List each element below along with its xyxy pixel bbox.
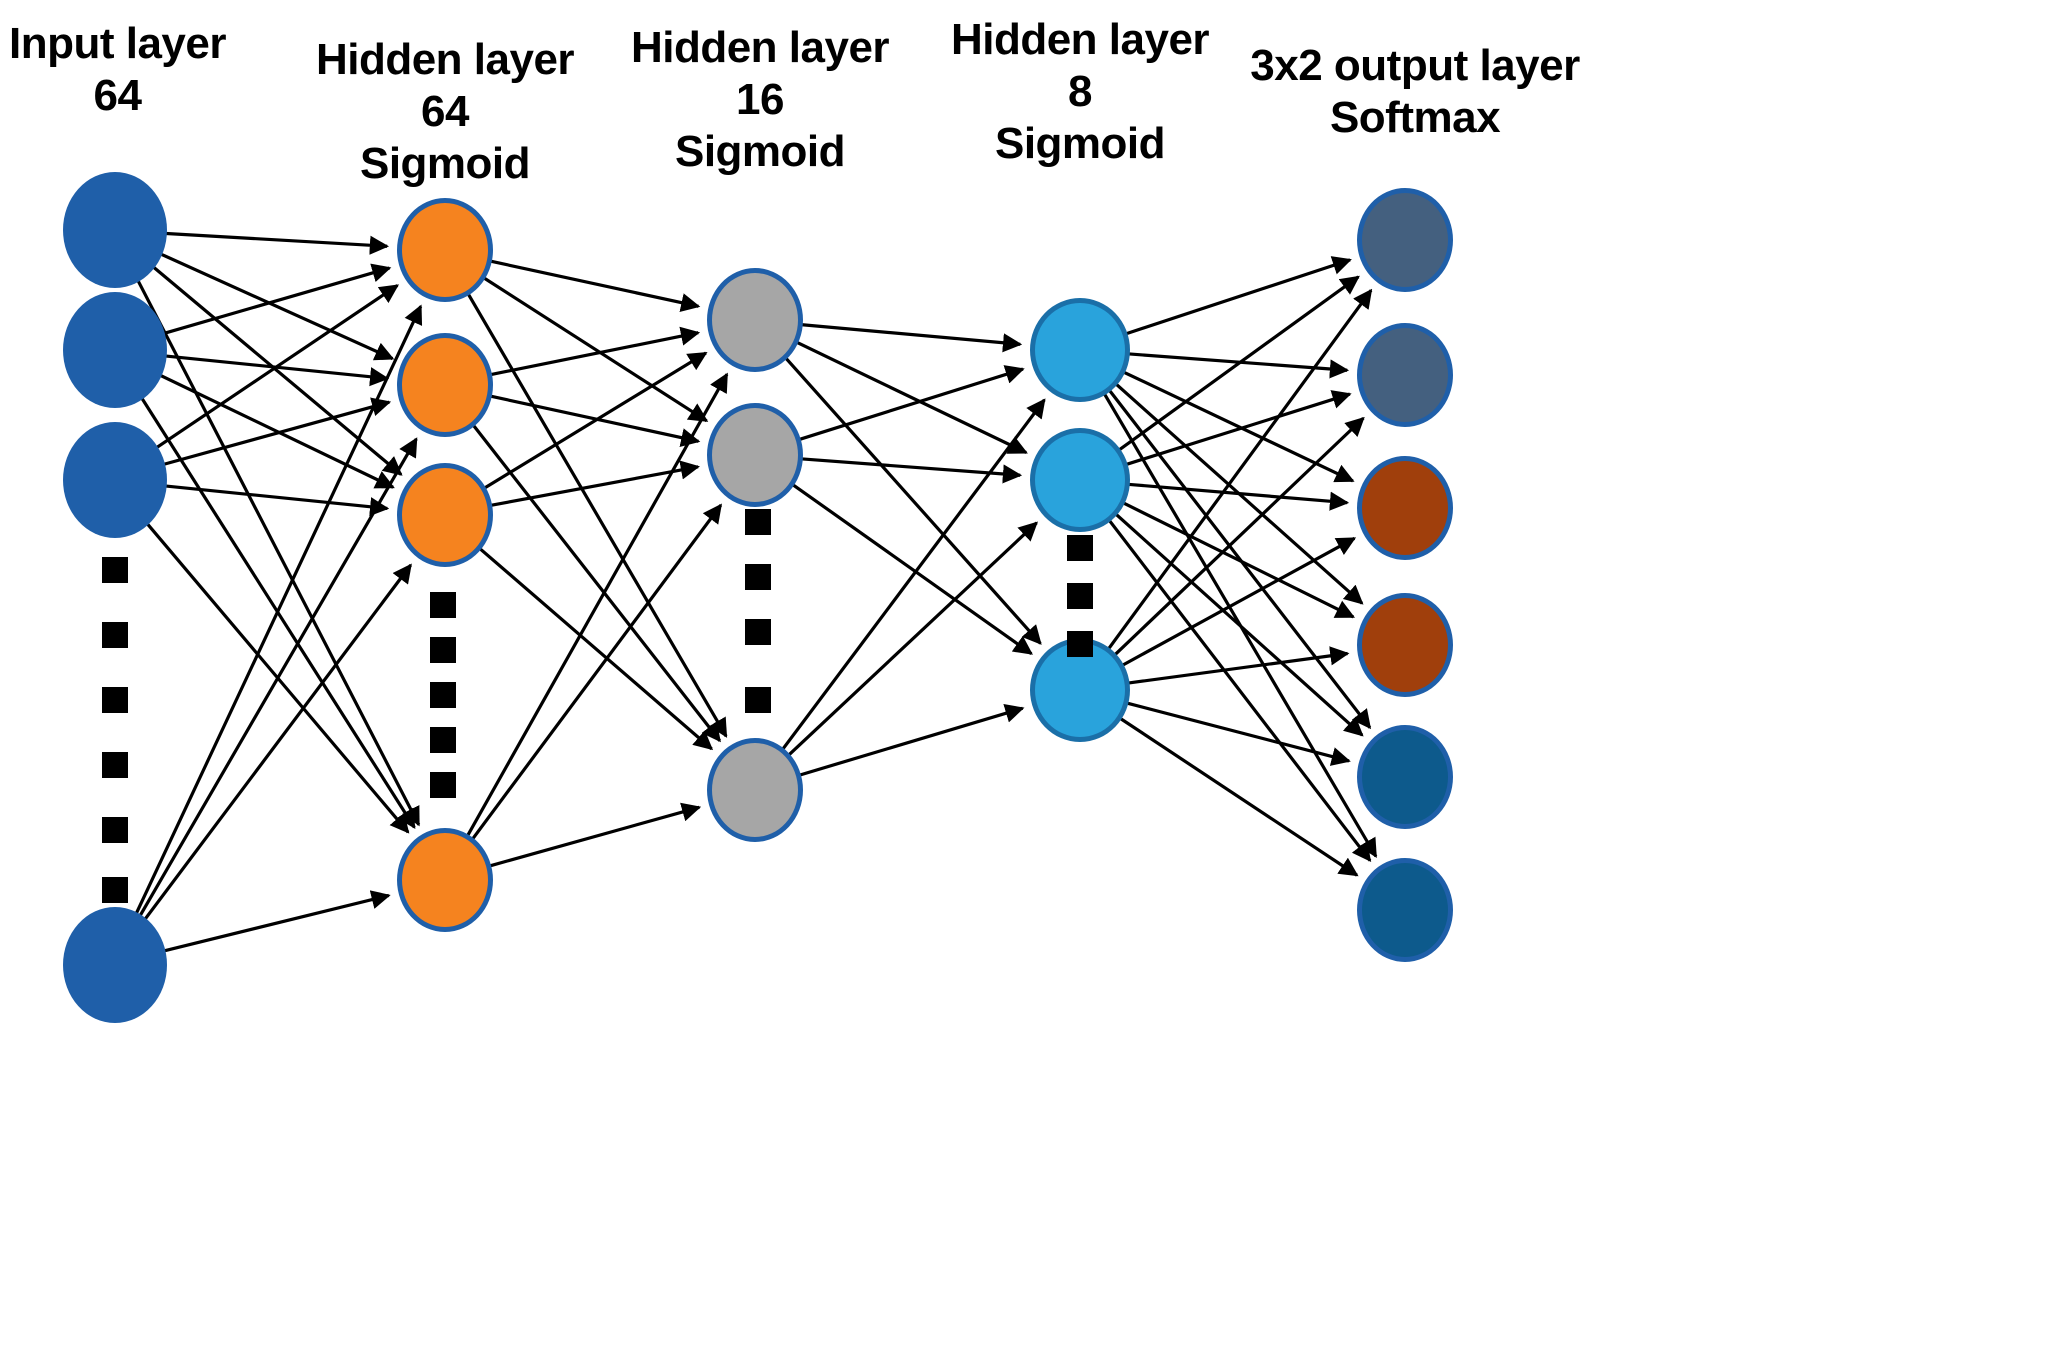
ellipsis-dot-input-1: [102, 557, 128, 583]
node-output-3: [1357, 456, 1453, 560]
connection-edge: [136, 280, 421, 827]
node-hidden2-1: [707, 268, 803, 372]
connection-edge: [781, 398, 1046, 750]
connection-edge: [799, 704, 1025, 777]
connection-edge: [491, 326, 701, 377]
connection-edge: [164, 397, 392, 466]
layer-label-hidden2: Hidden layer 16 Sigmoid: [630, 23, 890, 176]
node-input-1: [63, 172, 167, 288]
node-hidden1-3: [397, 463, 493, 567]
node-output-1: [1357, 188, 1453, 292]
node-hidden2-3: [707, 738, 803, 842]
connection-edge: [802, 323, 1023, 353]
node-output-5: [1357, 725, 1453, 829]
connection-edge: [467, 293, 728, 738]
connection-edge: [491, 259, 701, 313]
layer-label-output: 3x2 output layer Softmax: [1250, 41, 1580, 142]
connection-edge: [135, 304, 423, 914]
connection-edge: [1120, 717, 1359, 877]
node-hidden2-2: [707, 403, 803, 507]
ellipsis-dot-hidden1-2: [430, 637, 456, 663]
ellipsis-dot-hidden1-3: [430, 682, 456, 708]
node-input-2: [63, 292, 167, 408]
connection-edge: [491, 460, 700, 507]
ellipsis-dot-hidden3-1: [1067, 535, 1093, 561]
ellipsis-dot-hidden2-1: [745, 509, 771, 535]
connection-edge: [1115, 513, 1364, 737]
node-hidden1-1: [397, 198, 493, 302]
connection-edge: [1129, 482, 1350, 511]
connection-edge: [1126, 256, 1352, 336]
connection-edge: [1107, 288, 1373, 650]
connection-edge: [484, 351, 708, 489]
connection-edge: [139, 437, 418, 916]
ellipsis-dot-input-3: [102, 687, 128, 713]
ellipsis-dot-input-4: [102, 752, 128, 778]
node-output-6: [1357, 858, 1453, 962]
node-input-4: [63, 907, 167, 1023]
ellipsis-dot-input-5: [102, 817, 128, 843]
node-hidden1-2: [397, 333, 493, 437]
connection-edge: [166, 484, 390, 517]
connection-edge: [1114, 416, 1365, 656]
connection-edge: [1118, 275, 1360, 451]
connection-edge: [163, 263, 392, 335]
connection-edge: [1127, 701, 1351, 766]
layer-label-hidden3: Hidden layer 8 Sigmoid: [950, 15, 1210, 168]
connection-edge: [152, 266, 403, 476]
connection-edge: [1123, 501, 1356, 619]
node-output-4: [1357, 593, 1453, 697]
connection-edge: [490, 802, 702, 868]
connection-edge: [466, 372, 729, 836]
connection-edge: [160, 252, 395, 361]
ellipsis-dot-hidden1-5: [430, 772, 456, 798]
connection-edge: [799, 365, 1025, 441]
connection-edge: [166, 231, 390, 255]
node-output-2: [1357, 323, 1453, 427]
node-hidden3-1: [1030, 298, 1130, 402]
ellipsis-dot-hidden3-3: [1067, 631, 1093, 657]
connection-edge: [788, 521, 1038, 756]
connection-edge: [796, 341, 1028, 455]
connection-edge: [802, 457, 1023, 484]
ellipsis-dot-hidden1-1: [430, 592, 456, 618]
ellipsis-dot-hidden3-2: [1067, 583, 1093, 609]
connection-edge: [792, 483, 1033, 655]
connection-edge: [1123, 371, 1355, 483]
node-hidden3-2: [1030, 428, 1130, 532]
ellipsis-dot-hidden2-4: [745, 687, 771, 713]
ellipsis-dot-hidden2-3: [745, 619, 771, 645]
ellipsis-dot-hidden2-2: [745, 564, 771, 590]
connection-edge: [164, 890, 391, 953]
connection-edge: [156, 284, 400, 449]
layer-label-hidden1: Hidden layer 64 Sigmoid: [315, 35, 575, 188]
connection-edge: [1128, 646, 1350, 685]
connection-edge: [144, 563, 412, 920]
ellipsis-dot-input-6: [102, 877, 128, 903]
ellipsis-dot-input-2: [102, 622, 128, 648]
layer-label-input: Input layer 64: [9, 19, 227, 120]
node-hidden1-4: [397, 828, 493, 932]
connection-edge: [1126, 390, 1352, 466]
connection-edge: [471, 503, 723, 840]
connection-edge: [479, 547, 714, 751]
ellipsis-dot-hidden1-4: [430, 727, 456, 753]
connection-edge: [1108, 520, 1372, 863]
connection-edge: [483, 277, 709, 423]
node-input-3: [63, 422, 167, 538]
connection-edge: [472, 424, 722, 743]
connection-edge: [785, 357, 1042, 645]
connection-edge: [1122, 536, 1357, 667]
